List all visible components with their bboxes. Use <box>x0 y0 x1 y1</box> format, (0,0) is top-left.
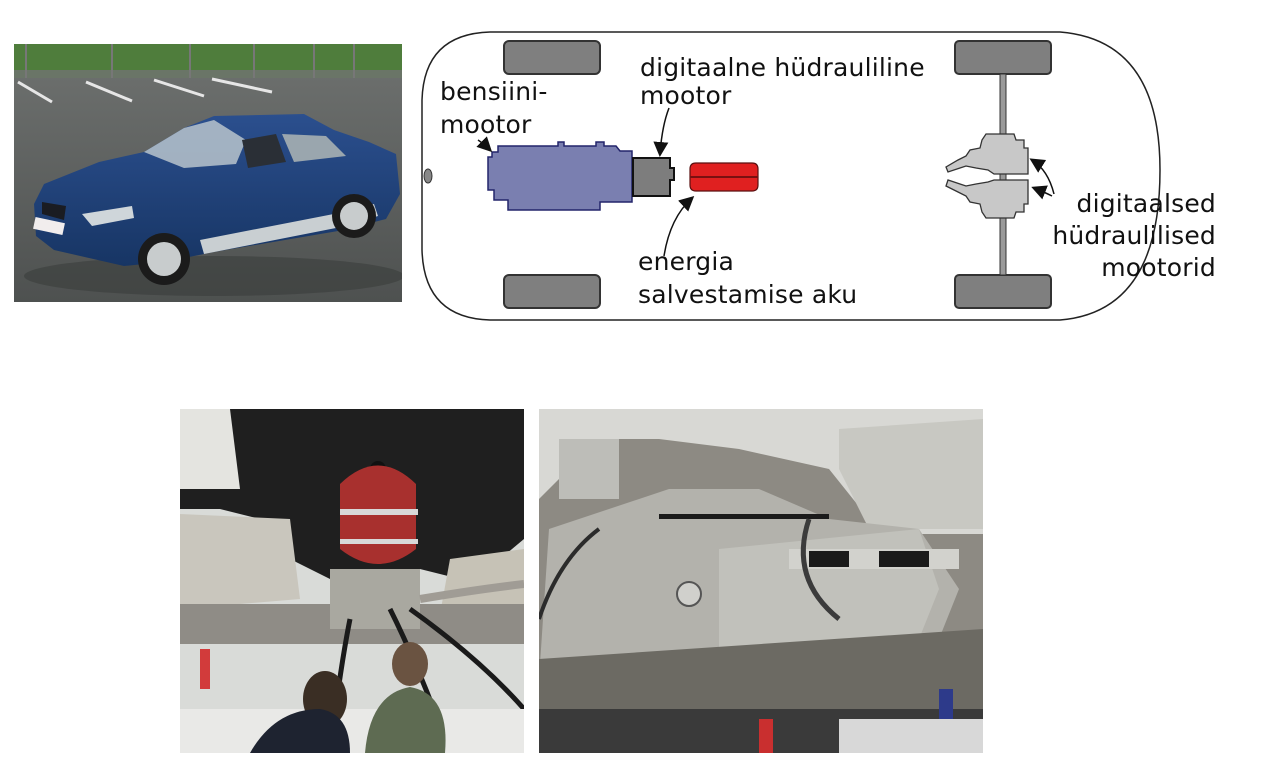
arrow-front-motor <box>653 107 670 157</box>
rear-upper-hydraulic-motor <box>945 133 1029 175</box>
red-accumulator-tank <box>340 461 418 564</box>
motor-install-photo <box>539 409 983 753</box>
arrow-rear-motor-upper <box>1029 158 1055 195</box>
diagram-graphics <box>421 31 1161 321</box>
arrow-petrol-engine <box>476 136 493 153</box>
label-energy-storage: energia salvestamise aku <box>638 247 858 309</box>
label-petrol-engine: bensiini- mootor <box>440 77 548 139</box>
car-outline <box>421 31 1161 321</box>
front-hydraulic-motor-shape <box>632 157 675 197</box>
car-photo <box>14 44 402 302</box>
car-image <box>14 44 402 302</box>
vehicle-layout-diagram: bensiini- mootor digitaalne hüdrauliline… <box>420 30 1216 322</box>
arrow-rear-motor-lower <box>1031 185 1053 200</box>
accumulator-image <box>180 409 524 753</box>
petrol-engine-shape <box>487 141 633 211</box>
label-rear-hydraulic-motors: digitaalsed hüdraulilised mootorid <box>1052 189 1216 282</box>
rear-right-wheel <box>954 274 1052 309</box>
arrow-energy-storage <box>663 195 695 257</box>
front-left-wheel <box>503 40 601 75</box>
front-right-wheel <box>503 274 601 309</box>
rear-lower-hydraulic-motor <box>945 179 1029 219</box>
front-marker <box>423 168 433 184</box>
rear-left-wheel <box>954 40 1052 75</box>
motor-image <box>539 409 983 753</box>
accumulator-install-photo <box>180 409 524 753</box>
label-front-hydraulic-motor: digitaalne hüdrauliline mootor <box>640 53 925 110</box>
